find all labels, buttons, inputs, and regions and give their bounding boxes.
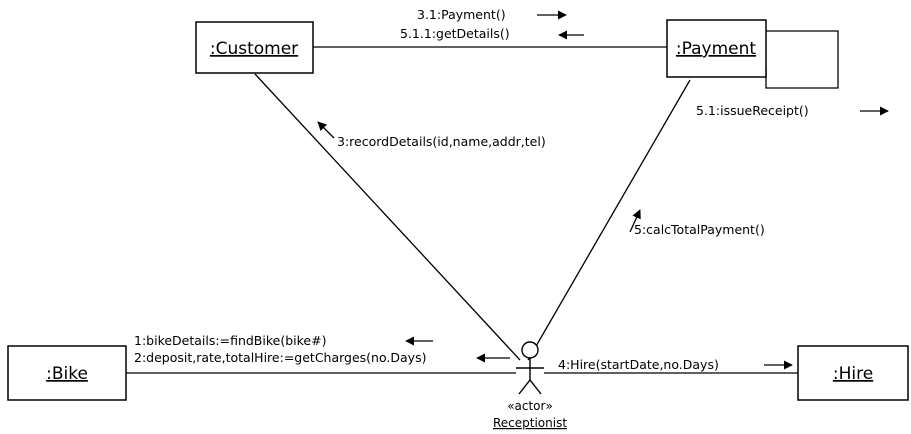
link-payment-receptionist xyxy=(527,79,691,361)
actor-head-icon xyxy=(521,341,539,359)
message-5: 5:calcTotalPayment() xyxy=(634,222,765,237)
message-1: 1:bikeDetails:=findBike(bike#) xyxy=(134,333,326,348)
arrow-up-left-icon xyxy=(317,121,335,139)
message-3-1: 3.1:Payment() xyxy=(417,7,506,22)
association-links xyxy=(126,30,839,374)
message-2: 2:deposit,rate,totalHire:=getCharges(no.… xyxy=(134,350,426,365)
actor-stereotype: «actor» xyxy=(507,399,553,413)
object-customer[interactable]: :Customer xyxy=(195,21,314,74)
arrow-up-right-icon xyxy=(629,209,641,233)
link-customer-receptionist xyxy=(254,73,521,361)
object-bike[interactable]: :Bike xyxy=(7,345,127,401)
message-5-1-1: 5.1.1:getDetails() xyxy=(400,26,510,41)
actor-name: Receptionist xyxy=(493,416,567,430)
object-payment-label: :Payment xyxy=(676,39,756,59)
object-hire-label: :Hire xyxy=(833,364,873,384)
object-hire[interactable]: :Hire xyxy=(797,345,909,401)
object-payment[interactable]: :Payment xyxy=(666,19,767,78)
self-link-payment xyxy=(765,30,839,89)
object-bike-label: :Bike xyxy=(46,364,88,384)
message-5-1: 5.1:issueReceipt() xyxy=(696,103,809,118)
object-customer-label: :Customer xyxy=(210,39,298,59)
message-4: 4:Hire(startDate,no.Days) xyxy=(558,357,719,372)
message-3: 3:recordDetails(id,name,addr,tel) xyxy=(337,134,546,149)
actor-receptionist[interactable] xyxy=(516,341,544,395)
message-arrows xyxy=(317,10,889,370)
